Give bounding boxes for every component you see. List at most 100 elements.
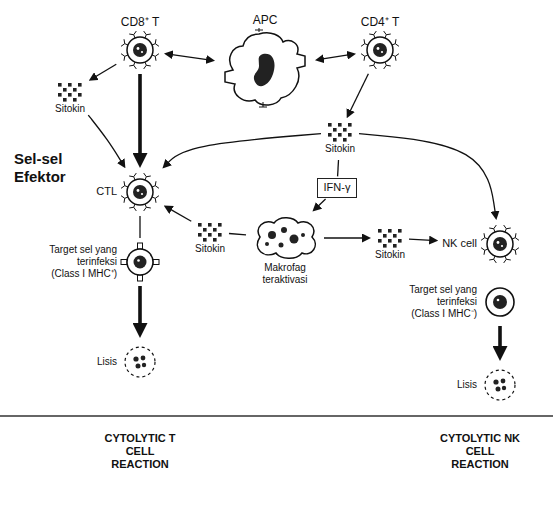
arrow-connector xyxy=(170,54,209,60)
arrow-connector xyxy=(169,209,191,222)
cell-icon xyxy=(327,122,353,142)
node-label: NK cell xyxy=(442,237,477,250)
cell-group xyxy=(486,288,514,316)
cell-nucleus xyxy=(373,43,387,57)
receptor-spike xyxy=(504,225,511,232)
connector-group xyxy=(88,54,500,350)
macrophage-membrane xyxy=(257,218,315,259)
receptor-spike xyxy=(361,54,368,61)
cell-icon xyxy=(120,242,160,282)
cytokine-dot xyxy=(348,123,352,127)
nucleus-speck xyxy=(497,241,500,244)
cytokine-dot xyxy=(218,223,222,227)
cytokine-dot xyxy=(393,244,397,248)
cell-nucleus xyxy=(133,43,147,57)
cytokine-dot xyxy=(343,128,347,132)
arrow-connector xyxy=(167,134,321,164)
cell-membrane xyxy=(127,249,153,275)
cytokine-dot xyxy=(198,233,202,237)
receptor-spike xyxy=(384,62,391,69)
receptor-spike xyxy=(152,39,159,46)
node-label: Sitokin xyxy=(325,143,355,155)
arrow-connector xyxy=(337,160,339,176)
cytokine-dot xyxy=(398,239,402,243)
apc-membrane xyxy=(225,33,305,105)
cell-group xyxy=(485,370,515,400)
cytokine-cluster: Sitokin xyxy=(373,226,407,264)
receptor-spike xyxy=(512,233,519,240)
section-heading: Sel-sel Efektor xyxy=(14,150,86,186)
mhc-receptor xyxy=(153,260,159,265)
receptor-spike xyxy=(489,256,496,263)
node-label: CD4⁺ T xyxy=(361,15,399,29)
cell-group xyxy=(361,31,399,69)
node-label: Sitokin xyxy=(55,103,85,115)
phagosome xyxy=(268,231,276,239)
lysed-cell: Lisis xyxy=(455,363,522,407)
cytokine-dot xyxy=(58,93,62,97)
receptor-spike xyxy=(369,62,376,69)
arrow-connector xyxy=(359,134,495,214)
cell-fragment xyxy=(133,356,138,361)
reaction-caption: CYTOLYTIC T CELL REACTION xyxy=(98,432,182,472)
cell-icon xyxy=(197,222,223,242)
cytokine-dot xyxy=(58,83,62,87)
cell-membrane xyxy=(486,288,514,316)
receptor-spike xyxy=(152,181,159,188)
cell-membrane xyxy=(127,37,153,63)
receptor-spike xyxy=(129,31,136,38)
cell-group xyxy=(121,173,159,211)
receptor-spike xyxy=(361,39,368,46)
cytokine-dot xyxy=(393,234,397,238)
receptor-spike xyxy=(144,173,151,180)
nucleus-speck xyxy=(141,51,143,53)
nucleus-speck xyxy=(137,259,140,262)
cell-fragment xyxy=(136,364,141,369)
cytokine-dot xyxy=(68,83,72,87)
cell-nucleus xyxy=(493,295,507,309)
cytokine-dot xyxy=(78,93,82,97)
cell-membrane xyxy=(127,179,153,205)
cell-nucleus xyxy=(493,237,507,251)
cell-fragment xyxy=(501,379,506,384)
cytokine-dot xyxy=(208,233,212,237)
nucleus-speck xyxy=(381,51,383,53)
receptor-spike xyxy=(512,248,519,255)
cytokine-cluster: Sitokin xyxy=(53,80,87,118)
mhc-receptor xyxy=(121,260,127,265)
cytokine-dot xyxy=(338,133,342,137)
cytokine-cluster: Sitokin xyxy=(323,120,357,158)
node-label: Target sel yang terinfeksi (Class I MHC⁻… xyxy=(407,284,477,320)
cell-icon xyxy=(57,82,83,102)
cell-fragment xyxy=(141,356,146,361)
divider-line xyxy=(0,415,553,417)
cytokine-dot xyxy=(203,238,207,242)
node-label: Lisis xyxy=(97,356,117,368)
cytokine-dot xyxy=(78,83,82,87)
cytokine-dot xyxy=(388,229,392,233)
cytokine-dot xyxy=(63,88,67,92)
cell-icon xyxy=(250,215,320,261)
phagosome xyxy=(301,233,305,237)
node-label: Lisis xyxy=(457,379,477,391)
receptor-spike xyxy=(144,31,151,38)
apc-cell: APC xyxy=(217,10,313,110)
mhc-receptor xyxy=(138,275,143,281)
cell-group xyxy=(121,31,159,69)
receptor-spike xyxy=(129,204,136,211)
receptor-spike xyxy=(129,173,136,180)
cytokine-dot xyxy=(383,244,387,248)
target-cell: Target sel yang terinfeksi (Class I MHC⁻… xyxy=(405,280,522,324)
cell-nucleus xyxy=(134,256,147,269)
cell-membrane xyxy=(367,37,393,63)
lysed-cell: Lisis xyxy=(95,340,162,384)
cell-group xyxy=(125,347,155,377)
receptor-spike xyxy=(144,62,151,69)
cell-icon xyxy=(480,365,520,405)
node-label: CD8⁺ T xyxy=(121,15,159,29)
cytokine-dot xyxy=(63,98,67,102)
receptor-spike xyxy=(152,54,159,61)
phagosome xyxy=(290,235,299,244)
receptor-spike xyxy=(121,54,128,61)
